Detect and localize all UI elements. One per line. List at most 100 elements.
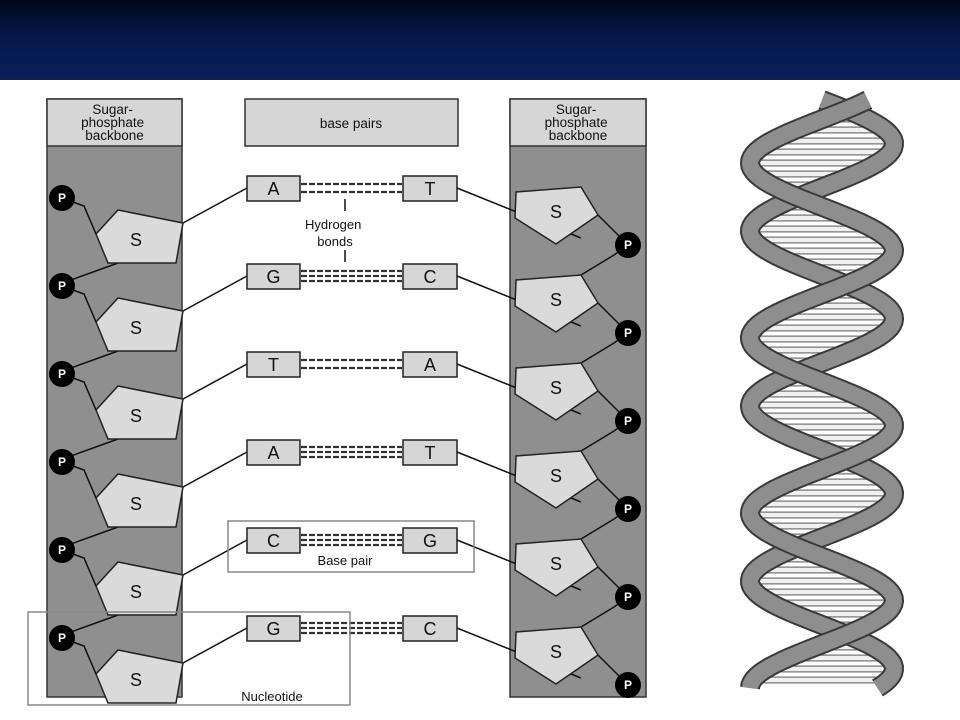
left-phosphate-letter: P <box>58 279 66 293</box>
left-backbone-header <box>46 98 183 147</box>
base-pair-callout-box <box>227 520 475 573</box>
right-phosphate-letter: P <box>624 238 632 252</box>
right-phosphate-letter: P <box>624 678 632 692</box>
base-pairs-header <box>244 98 459 147</box>
right-sugar-letter: S <box>550 642 562 662</box>
left-base-box <box>246 615 301 642</box>
left-base-box <box>246 263 301 290</box>
left-phosphate-letter: P <box>58 543 66 557</box>
left-sugar-base-connector <box>182 187 248 224</box>
left-sugar-base-connector <box>182 275 248 312</box>
right-sugar-pentagon <box>514 450 600 509</box>
right-base-letter: T <box>425 179 436 199</box>
left-phosphate-circle <box>49 273 75 299</box>
right-phosphate-circle <box>615 320 641 346</box>
left-phosphate-letter: P <box>58 455 66 469</box>
left-sugar-pentagon <box>95 209 184 264</box>
right-base-letter: G <box>423 531 437 551</box>
left-sugar-pentagon <box>95 649 184 704</box>
right-phosphate-circle <box>615 672 641 698</box>
hydrogen-bonds-label-line-2: bonds <box>317 234 353 249</box>
right-phosphate-letter: P <box>624 326 632 340</box>
right-base-box <box>402 175 458 202</box>
svg-text:Hydrogen bonds: Hydrogen bonds <box>305 217 365 249</box>
right-phosphate-circle <box>615 584 641 610</box>
nucleotide-label: Nucleotide <box>241 689 302 704</box>
right-base-letter: T <box>425 443 436 463</box>
svg-text:Sugar- phosphate b: Sugar- phosphate backbone <box>545 102 612 143</box>
right-sugar-letter: S <box>550 466 562 486</box>
hydrogen-bonds-label-line-1: Hydrogen <box>305 217 361 232</box>
left-sugar-letter: S <box>130 318 142 338</box>
title-bar <box>0 0 960 80</box>
right-sugar-letter: S <box>550 554 562 574</box>
nucleotide-callout-box <box>27 611 351 706</box>
left-base-box <box>246 439 301 466</box>
right-sugar-pentagon <box>514 362 600 421</box>
left-sugar-base-connector <box>182 627 248 664</box>
right-phosphate-circle <box>615 496 641 522</box>
helix-strand-2 <box>741 92 903 690</box>
right-sugar-pentagon <box>514 538 600 597</box>
left-base-box <box>246 351 301 378</box>
right-base-box <box>402 439 458 466</box>
right-phosphate-circle <box>615 232 641 258</box>
right-base-box <box>402 351 458 378</box>
left-phosphate-circle <box>49 361 75 387</box>
left-sugar-pentagon <box>95 561 184 616</box>
left-sugar-base-connector <box>182 451 248 488</box>
hydrogen-bond-dashes <box>301 182 402 635</box>
right-base-box <box>402 615 458 642</box>
svg-text:Sugar- phosphate b: Sugar- phosphate backbone <box>81 102 148 143</box>
right-phosphate-letter: P <box>624 414 632 428</box>
left-sugar-letter: S <box>130 230 142 250</box>
left-base-letter: G <box>266 619 280 639</box>
right-header-line-1: Sugar- <box>556 102 597 117</box>
left-header-line-3: backbone <box>85 128 144 143</box>
left-base-letter: A <box>267 443 279 463</box>
left-base-box <box>246 527 301 554</box>
right-base-box <box>402 263 458 290</box>
right-sugar-pentagon <box>514 626 600 685</box>
right-header-line-3: backbone <box>549 128 608 143</box>
left-base-letter: G <box>266 267 280 287</box>
left-phosphate-circle <box>49 537 75 563</box>
right-sugar-pentagon <box>514 186 600 245</box>
left-base-letter: A <box>267 179 279 199</box>
right-phosphate-letter: P <box>624 502 632 516</box>
right-sugar-letter: S <box>550 378 562 398</box>
left-phosphate-circle <box>49 185 75 211</box>
left-base-letter: C <box>267 531 280 551</box>
left-phosphate-circle <box>49 449 75 475</box>
left-sugar-pentagon <box>95 473 184 528</box>
right-phosphate-circle <box>615 408 641 434</box>
left-header-line-2: phosphate <box>81 115 144 130</box>
left-phosphate-letter: P <box>58 367 66 381</box>
left-phosphate-letter: P <box>58 631 66 645</box>
left-sugar-letter: S <box>130 582 142 602</box>
left-sugar-pentagon <box>95 385 184 440</box>
left-sugar-base-connector <box>182 539 248 576</box>
left-sugar-pentagon <box>95 297 184 352</box>
base-pair-label: Base pair <box>318 553 374 568</box>
right-sugar-letter: S <box>550 202 562 222</box>
right-base-box <box>402 527 458 554</box>
left-sugar-letter: S <box>130 406 142 426</box>
left-sugar-letter: S <box>130 494 142 514</box>
right-base-letter: C <box>424 267 437 287</box>
right-base-letter: C <box>424 619 437 639</box>
left-phosphate-letter: P <box>58 191 66 205</box>
double-helix-illustration <box>739 90 905 697</box>
right-header-line-2: phosphate <box>545 115 608 130</box>
right-phosphate-letter: P <box>624 590 632 604</box>
left-sugar-base-connector <box>182 363 248 400</box>
left-phosphate-circle <box>49 625 75 651</box>
left-base-box <box>246 175 301 202</box>
right-base-letter: A <box>424 355 436 375</box>
left-header-line-1: Sugar- <box>92 102 133 117</box>
left-sugar-letter: S <box>130 670 142 690</box>
right-sugar-pentagon <box>514 274 600 333</box>
